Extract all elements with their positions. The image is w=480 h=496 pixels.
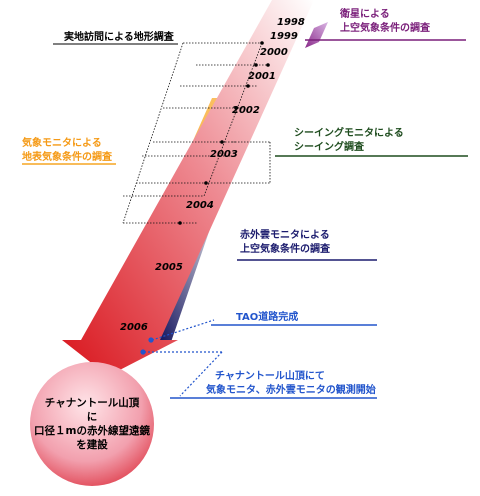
year-2002: 2002 (232, 105, 260, 116)
ir-cloud-label-line2: 上空気象条件の調査 (240, 242, 331, 255)
summit-obs-label-line1: チャナントール山頂にて (215, 369, 325, 382)
seeing-label-line1: シーイングモニタによる (294, 126, 404, 139)
timeline-arrow (62, 0, 314, 376)
year-2001: 2001 (248, 71, 276, 82)
weather-monitor-label-line1: 気象モニタによる (21, 136, 102, 149)
satellite-label-line1: 衛星による (339, 7, 390, 20)
goal-line4: を建設 (76, 438, 108, 451)
summit-obs-marker (140, 349, 146, 355)
tao-road-marker (148, 337, 154, 343)
seeing-label-line2: シーイング調査 (294, 140, 365, 153)
year-labels: 1998 1999 2000 2001 2002 2003 2004 2005 … (120, 17, 305, 333)
year-2003: 2003 (210, 149, 238, 160)
year-2006: 2006 (120, 322, 148, 333)
site-survey-label: 実地訪問による地形調査 (64, 30, 175, 43)
year-1999: 1999 (270, 31, 298, 42)
year-2005: 2005 (155, 262, 183, 273)
lattice-dots (178, 41, 270, 225)
leader-lines (22, 39, 468, 399)
satellite-band (305, 22, 328, 48)
ir-cloud-label-line1: 赤外雲モニタによる (240, 228, 330, 241)
year-2004: 2004 (186, 200, 214, 211)
weather-monitor-label-line2: 地表気象条件の調査 (22, 150, 113, 163)
satellite-label-line2: 上空気象条件の調査 (340, 21, 431, 34)
tao-road-label: TAO道路完成 (236, 310, 298, 323)
goal-line1: チャナントール山頂 (45, 396, 140, 409)
goal-line3: 口径１mの赤外線望遠鏡 (34, 424, 150, 437)
summit-obs-label-line2: 気象モニタ、赤外雲モニタの観測開始 (205, 383, 376, 396)
year-2000: 2000 (260, 47, 288, 58)
year-1998: 1998 (277, 17, 305, 28)
goal-line2: に (87, 411, 98, 423)
goal-circle (30, 362, 154, 486)
